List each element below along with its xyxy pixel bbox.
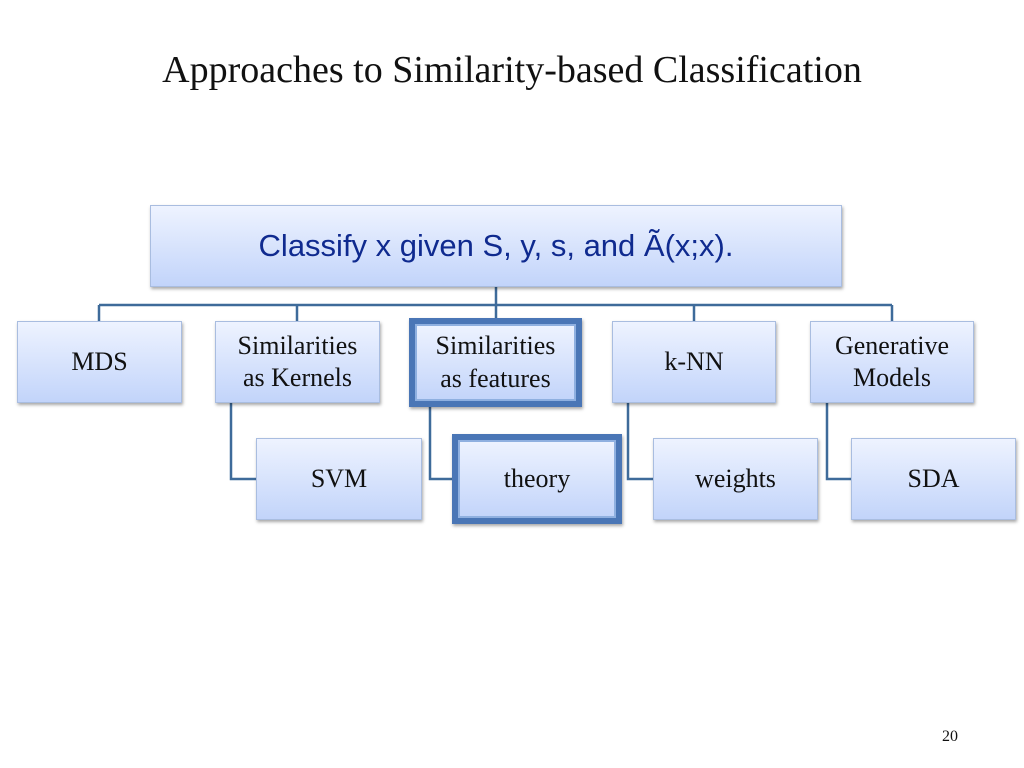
node-label: Similarities as Kernels <box>237 330 358 393</box>
node-similarities-as-features: Similarities as features <box>409 318 582 407</box>
connector-knn-weights <box>626 403 653 481</box>
node-label: theory <box>503 463 571 493</box>
slide-title: Approaches to Similarity-based Classific… <box>162 49 862 91</box>
node-mds: MDS <box>17 321 182 403</box>
node-svm: SVM <box>256 438 422 520</box>
node-label: k-NN <box>664 346 724 376</box>
node-label: SVM <box>310 463 368 493</box>
node-label: Generative Models <box>834 330 950 393</box>
node-label: MDS <box>71 346 128 376</box>
connector-features-theory <box>428 407 452 481</box>
node-knn: k-NN <box>612 321 776 403</box>
node-weights: weights <box>653 438 818 520</box>
slide-number: 20 <box>942 728 958 745</box>
node-label: SDA <box>907 463 960 493</box>
node-label: weights <box>695 463 776 493</box>
node-theory: theory <box>452 434 622 524</box>
node-similarities-as-kernels: Similarities as Kernels <box>215 321 380 403</box>
connector-kernels-svm <box>229 403 256 481</box>
connector-generative-sda <box>825 403 851 481</box>
root-label: Classify x given S, y, s, and Ã(x;x). <box>258 227 734 263</box>
node-generative-models: Generative Models <box>810 321 974 403</box>
root-node: Classify x given S, y, s, and Ã(x;x). <box>150 205 842 287</box>
node-label: Similarities as features <box>435 331 556 393</box>
node-sda: SDA <box>851 438 1016 520</box>
